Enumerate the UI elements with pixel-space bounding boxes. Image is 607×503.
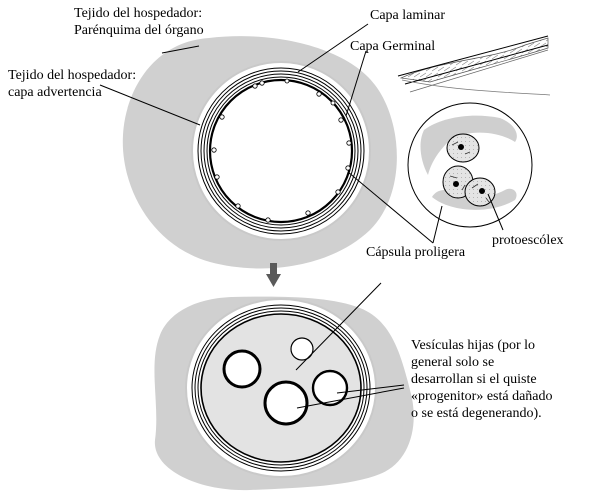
daughter-vesicle-1: [224, 351, 260, 387]
protoscolex-1: [447, 134, 479, 162]
label-laminar-layer: Capa laminar: [370, 7, 445, 24]
protoscolex-3: [465, 178, 495, 206]
label-daughter-vesicles: Vesículas hijas (por lo general solo se …: [411, 337, 553, 422]
daughter-vesicle-3: [265, 382, 307, 424]
label-host-adventitia: Tejido del hospedador: capa advertencia: [8, 67, 136, 101]
label-host-parenchyma: Tejido del hospedador: Parénquima del ór…: [74, 5, 204, 39]
label-germinal-layer: Capa Germinal: [350, 38, 435, 55]
germinal-layer-top: [210, 80, 352, 222]
daughter-vesicle-2: [291, 338, 313, 360]
top-cyst: [123, 36, 397, 268]
label-protoscolex: protoescólex: [492, 232, 564, 249]
label-brood-capsule: Cápsula proligera: [366, 244, 465, 261]
brood-capsule-inset: [398, 36, 550, 227]
